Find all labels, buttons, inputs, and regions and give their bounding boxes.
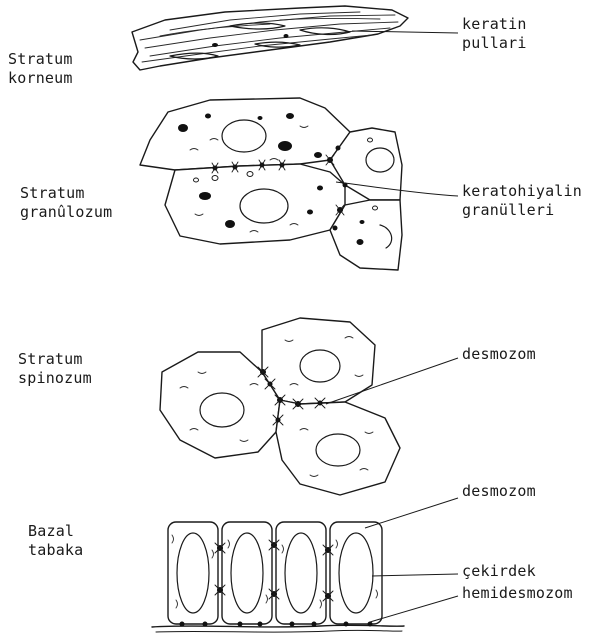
spinous-cell-1-nucleus [200,393,244,427]
keratin-scales [132,6,408,70]
spinous-layer [160,318,400,495]
spinous-cell-2-nucleus [300,350,340,382]
spinous-cell-3-nucleus [316,434,360,466]
granular-cell-1-nucleus [222,120,266,152]
granular-cell-2-nucleus [366,148,394,172]
leader-hemidesmozom [370,596,458,622]
granular-layer [140,98,402,270]
leader-desmozom-lower [365,498,458,528]
leader-cekirdek [372,574,458,576]
basal-layer [152,522,404,632]
granular-cell-3-nucleus [240,189,288,223]
